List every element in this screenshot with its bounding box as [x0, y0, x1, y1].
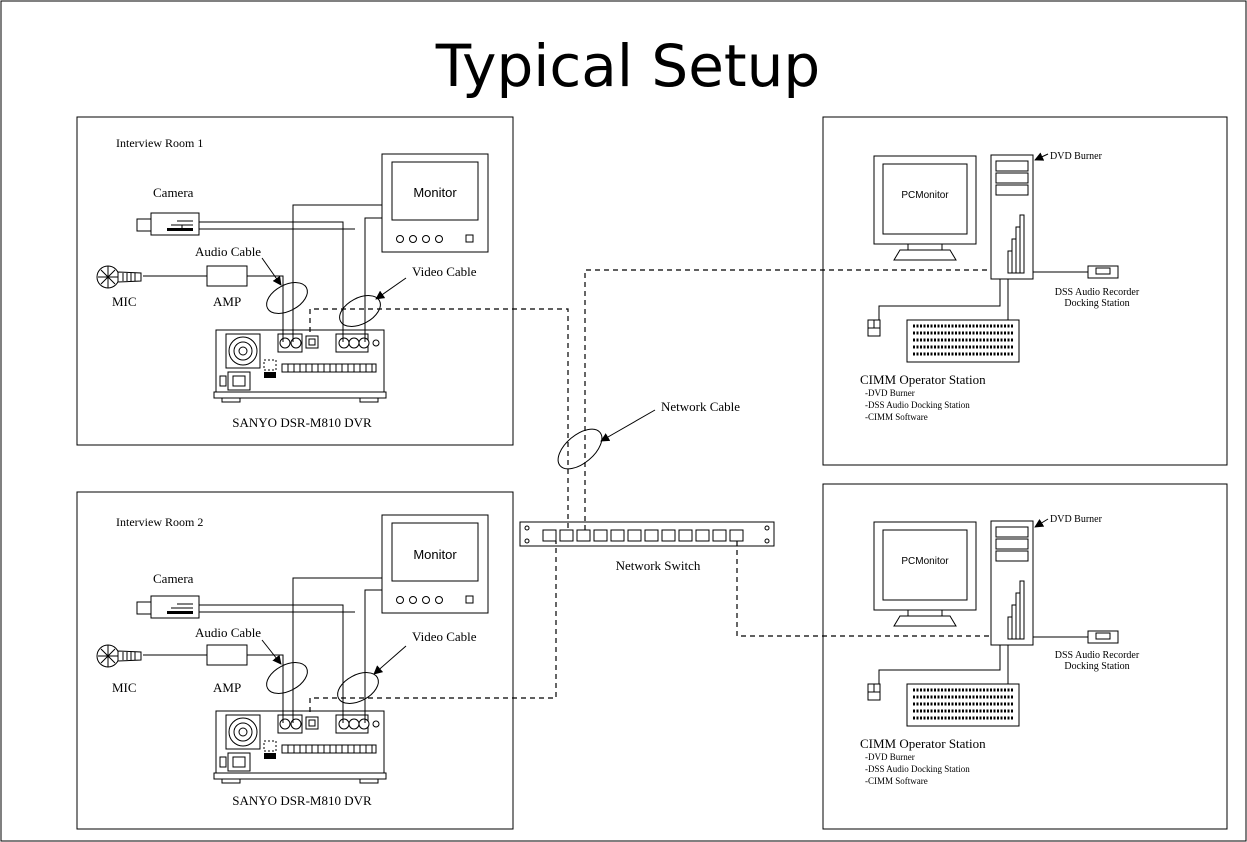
- mic-label: MIC: [112, 680, 137, 695]
- microphone-icon: [96, 644, 142, 668]
- dvd-burner-label: DVD Burner: [1050, 151, 1103, 162]
- amp-label: AMP: [213, 680, 241, 695]
- station-feature: -DSS Audio Docking Station: [865, 764, 970, 774]
- amp-box: [206, 265, 248, 287]
- dss-label-line2: Docking Station: [1064, 298, 1129, 309]
- operator-station-2: PCMonitor DVD Burner DSS Audio Recorder …: [822, 483, 1228, 830]
- station-name: CIMM Operator Station: [860, 372, 986, 387]
- network-link-station2: [736, 541, 992, 637]
- pc-tower-icon: [990, 154, 1034, 280]
- network-link-station1: [584, 269, 992, 530]
- monitor-label: Monitor: [413, 185, 457, 200]
- station-feature: -DVD Burner: [865, 752, 915, 762]
- video-cable-label: Video Cable: [412, 264, 477, 279]
- keyboard-icon: [905, 682, 1021, 728]
- dss-dock-icon: [1087, 265, 1119, 279]
- mouse-icon: [867, 683, 881, 701]
- mic-label: MIC: [112, 294, 137, 309]
- dss-label-line1: DSS Audio Recorder: [1055, 287, 1140, 298]
- pc-monitor-icon: [873, 155, 977, 261]
- camera-icon: [136, 595, 200, 619]
- pc-monitor-label: PCMonitor: [901, 556, 949, 567]
- dss-dock-icon: [1087, 630, 1119, 644]
- interview-room-1: Interview Room 1 Camera MIC AMP Audio Ca…: [76, 116, 514, 446]
- network-switch: Network Switch: [519, 521, 775, 573]
- station-feature: -DSS Audio Docking Station: [865, 400, 970, 410]
- network-link-dvr1: [309, 308, 569, 530]
- pc-monitor-label: PCMonitor: [901, 190, 949, 201]
- dss-label-line2: Docking Station: [1064, 661, 1129, 672]
- amp-label: AMP: [213, 294, 241, 309]
- switch-label: Network Switch: [616, 558, 701, 573]
- amp-box: [206, 644, 248, 666]
- station-feature: -CIMM Software: [865, 776, 928, 786]
- network-link-dvr2: [309, 541, 557, 712]
- room-monitor-icon: [381, 514, 489, 614]
- page-title: Typical Setup: [435, 32, 820, 100]
- camera-label: Camera: [153, 571, 194, 586]
- room-monitor-icon: [381, 153, 489, 253]
- station-feature: -DVD Burner: [865, 388, 915, 398]
- keyboard-icon: [905, 318, 1021, 364]
- room-label: Interview Room 2: [116, 515, 203, 529]
- dvr-icon: [213, 329, 387, 403]
- dvr-label: SANYO DSR-M810 DVR: [232, 793, 372, 808]
- station-name: CIMM Operator Station: [860, 736, 986, 751]
- dvd-burner-label: DVD Burner: [1050, 514, 1103, 525]
- audio-cable-label: Audio Cable: [195, 625, 261, 640]
- mouse-icon: [867, 319, 881, 337]
- network-cable-arrow: [600, 409, 656, 442]
- camera-label: Camera: [153, 185, 194, 200]
- video-cable-label: Video Cable: [412, 629, 477, 644]
- dvr-label: SANYO DSR-M810 DVR: [232, 415, 372, 430]
- network-cable-label: Network Cable: [661, 399, 740, 414]
- pc-tower-icon: [990, 520, 1034, 646]
- network-cable-loop: [557, 428, 603, 470]
- monitor-label: Monitor: [413, 547, 457, 562]
- dvr-icon: [213, 710, 387, 784]
- station-feature: -CIMM Software: [865, 412, 928, 422]
- audio-cable-label: Audio Cable: [195, 244, 261, 259]
- operator-station-1: PCMonitor DVD Burner DSS Audio Recorder …: [822, 116, 1228, 466]
- camera-icon: [136, 212, 200, 236]
- dss-label-line1: DSS Audio Recorder: [1055, 650, 1140, 661]
- interview-room-2: Interview Room 2 Camera MIC AMP Audio Ca…: [76, 491, 514, 830]
- pc-monitor-icon: [873, 521, 977, 627]
- room-label: Interview Room 1: [116, 136, 203, 150]
- microphone-icon: [96, 265, 142, 289]
